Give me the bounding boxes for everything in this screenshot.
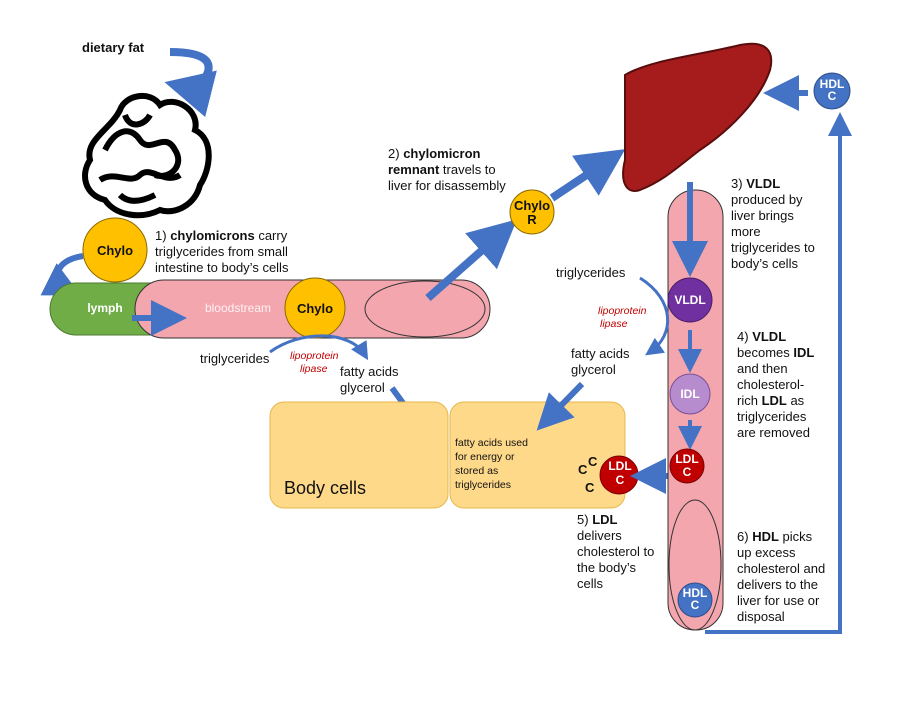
fatty-to-cells-arrow-right [536, 381, 585, 431]
svg-text:are removed: are removed [737, 425, 810, 440]
lipase-label-right-2: lipase [600, 318, 628, 330]
dietary-fat-arrow [164, 48, 217, 118]
ldl-label-tube: LDL [675, 452, 698, 466]
fatty-acids-label-left: fatty acids [340, 364, 399, 379]
svg-text:liver for use or: liver for use or [737, 593, 820, 608]
liver-icon [622, 42, 773, 192]
svg-text:produced by: produced by [731, 192, 803, 207]
svg-text:liver for disassembly: liver for disassembly [388, 178, 506, 193]
svg-text:disposal: disposal [737, 609, 785, 624]
svg-text:cholesterol to: cholesterol to [577, 544, 654, 559]
dietary-fat-label: dietary fat [82, 40, 145, 55]
svg-text:up excess: up excess [737, 545, 796, 560]
chylo-label-2: Chylo [297, 301, 333, 316]
svg-text:cells: cells [577, 576, 604, 591]
bloodstream-end-ellipse [364, 280, 486, 338]
hdl-c-label-tube: C [691, 598, 700, 612]
svg-text:triglycerides: triglycerides [737, 409, 807, 424]
idl-particle [669, 373, 711, 415]
svg-text:3) VLDL: 3) VLDL [731, 176, 780, 191]
glycerol-label-left: glycerol [340, 380, 385, 395]
svg-text:triglycerides from small: triglycerides from small [155, 244, 288, 259]
fatty-used-line-3: stored as [455, 465, 498, 477]
svg-text:4) VLDL: 4) VLDL [737, 329, 786, 344]
svg-text:delivers: delivers [577, 528, 622, 543]
glycerol-label-right: glycerol [571, 362, 616, 377]
step-4-text: 4) VLDL becomes IDL and then cholesterol… [737, 329, 814, 440]
fatty-acids-label-right: fatty acids [571, 346, 630, 361]
hdl-label-top: HDL [820, 77, 845, 91]
svg-text:remnant travels to: remnant travels to [388, 162, 496, 177]
body-cells-label: Body cells [284, 478, 366, 498]
cholesterol-c-1: C [578, 462, 588, 477]
svg-text:cholesterol and: cholesterol and [737, 561, 825, 576]
cholesterol-c-3: C [585, 480, 595, 495]
svg-text:5) LDL: 5) LDL [577, 512, 618, 527]
lymph-label: lymph [87, 301, 122, 315]
ldl-c-label-cells: C [616, 473, 625, 487]
svg-text:cholesterol-: cholesterol- [737, 377, 804, 392]
svg-text:body’s cells: body’s cells [731, 256, 798, 271]
fatty-used-line-2: for energy or [455, 451, 515, 463]
lipase-label-left-2: lipase [300, 363, 328, 375]
step-6-text: 6) HDL picks up excess cholesterol and d… [737, 529, 825, 624]
step-1-text: 1) chylomicrons carry triglycerides from… [155, 228, 289, 275]
lipase-arrow-right [639, 276, 670, 356]
svg-text:more: more [731, 224, 761, 239]
hdl-in-tube [677, 582, 713, 618]
svg-text:liver brings: liver brings [731, 208, 794, 223]
fatty-used-line-4: triglycerides [455, 479, 511, 491]
vertical-bloodstream-end [668, 499, 722, 631]
chylo-r-label-2: R [527, 212, 537, 227]
step-5-text: 5) LDL delivers cholesterol to the body’… [577, 512, 654, 591]
svg-text:intestine to body’s cells: intestine to body’s cells [155, 260, 289, 275]
cholesterol-c-2: C [588, 454, 598, 469]
svg-text:the body’s: the body’s [577, 560, 637, 575]
fatty-used-line-1: fatty acids used [455, 437, 528, 449]
triglycerides-label-right: triglycerides [556, 265, 626, 280]
chylo-label-1: Chylo [97, 243, 133, 258]
lipase-arrow-left [269, 334, 369, 361]
svg-text:becomes IDL: becomes IDL [737, 345, 814, 360]
lipase-label-left-1: lipoprotein [290, 350, 339, 362]
svg-text:rich LDL as: rich LDL as [737, 393, 805, 408]
ldl-label-cells: LDL [608, 459, 631, 473]
chylomicron-remnant [509, 189, 555, 235]
step-2-text: 2) chylomicron remnant travels to liver … [388, 146, 506, 193]
svg-text:6) HDL picks: 6) HDL picks [737, 529, 813, 544]
svg-text:triglycerides to: triglycerides to [731, 240, 815, 255]
small-intestine-icon [82, 93, 212, 219]
vldl-particle [667, 277, 713, 323]
hdl-label-tube: HDL [683, 586, 708, 600]
vldl-label: VLDL [674, 293, 705, 307]
hdl-c-label-top: C [828, 89, 837, 103]
svg-text:2) chylomicron: 2) chylomicron [388, 146, 481, 161]
chylo-r-label-1: Chylo [514, 198, 550, 213]
body-cell-1 [269, 401, 449, 509]
remnant-arrow-1 [425, 219, 517, 301]
hdl-return-arrow [705, 112, 852, 634]
triglycerides-label-left: triglycerides [200, 351, 270, 366]
ldl-c-label-tube: C [683, 465, 692, 479]
ldl-particle [669, 448, 705, 484]
step-3-text: 3) VLDL produced by liver brings more tr… [731, 176, 815, 271]
svg-text:and then: and then [737, 361, 788, 376]
lipase-label-right-1: lipoprotein [598, 305, 647, 317]
bloodstream-label: bloodstream [205, 301, 271, 315]
remnant-arrow-2 [549, 149, 626, 202]
hdl-near-liver [813, 72, 851, 110]
svg-text:delivers to the: delivers to the [737, 577, 818, 592]
idl-label: IDL [680, 387, 699, 401]
svg-text:1) chylomicrons carry: 1) chylomicrons carry [155, 228, 288, 243]
chylomicron-blood [284, 277, 346, 339]
chylomicron-intestine [82, 217, 148, 283]
